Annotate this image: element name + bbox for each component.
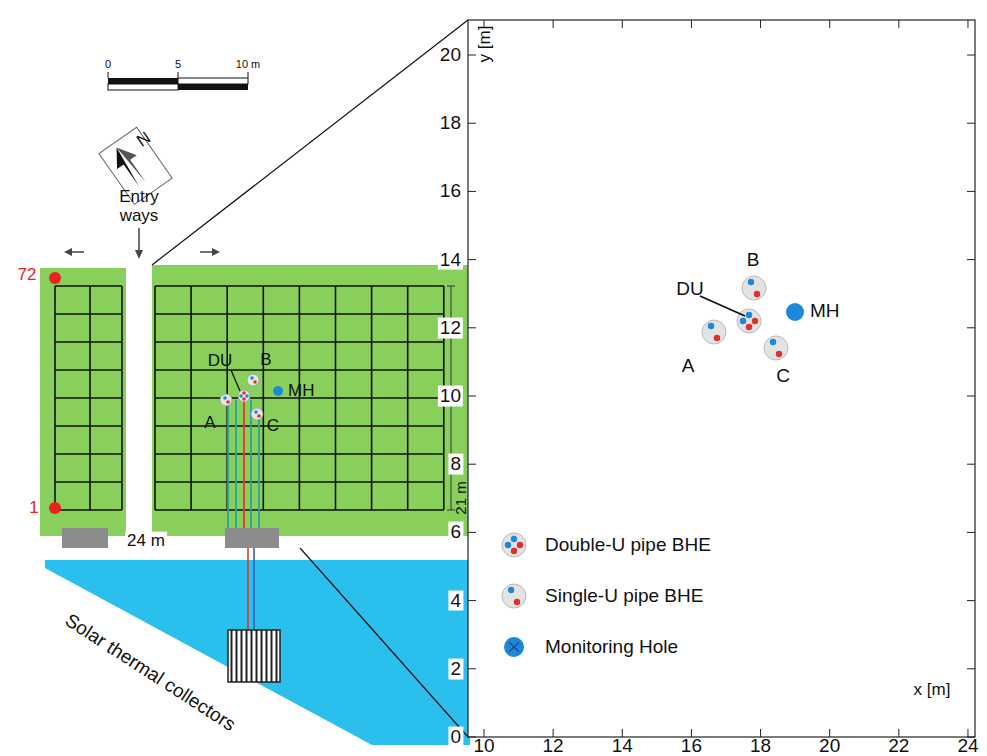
map-label: 14 xyxy=(612,736,633,756)
grid-line xyxy=(967,532,975,533)
map-label: 10 xyxy=(438,386,463,407)
map-label: B xyxy=(260,351,271,370)
map-label: A xyxy=(682,356,695,377)
map-label: 0 xyxy=(105,58,111,70)
grid-line xyxy=(468,532,476,533)
grid-line xyxy=(760,20,761,28)
map-label: DU xyxy=(676,279,703,300)
map-label: 16 xyxy=(438,181,463,202)
map-label: 4 xyxy=(448,590,463,611)
grid-line xyxy=(121,286,123,510)
map-label: MH xyxy=(810,301,840,322)
map-label: 6 xyxy=(448,522,463,543)
map-label: 0 xyxy=(448,727,463,748)
grid-line xyxy=(54,286,56,510)
map-label: Entry ways xyxy=(109,188,169,225)
grid-line xyxy=(468,396,476,397)
map-label: 21 m xyxy=(453,481,470,514)
map-label: 24 m xyxy=(125,532,167,551)
grid-line xyxy=(622,20,623,28)
map-label: 24 xyxy=(957,736,978,756)
map-label: DU xyxy=(208,352,233,371)
map-label: 12 xyxy=(438,317,463,338)
grid-line xyxy=(691,20,692,28)
map-label: B xyxy=(747,250,760,271)
grid-line xyxy=(829,20,830,28)
legend-text: Monitoring Hole xyxy=(545,637,678,658)
map-label: 22 xyxy=(888,736,909,756)
grid-line xyxy=(55,425,122,427)
grid-line xyxy=(967,396,975,397)
map-label: C xyxy=(267,417,279,436)
grid-line xyxy=(468,600,476,601)
grid-line xyxy=(967,327,975,328)
grid-line xyxy=(154,286,156,510)
grid-line xyxy=(468,668,476,669)
grid-line xyxy=(55,509,122,511)
grid-line xyxy=(55,313,122,315)
grid-line xyxy=(407,286,409,510)
grid-line xyxy=(55,481,122,483)
grid-line xyxy=(967,191,975,192)
grid-line xyxy=(468,464,476,465)
map-label: 10 m xyxy=(236,58,260,70)
map-label: MH xyxy=(288,382,314,401)
grid-line xyxy=(468,123,476,124)
grid-line xyxy=(967,123,975,124)
grid-line xyxy=(55,285,122,287)
map-label: 18 xyxy=(750,736,771,756)
grid-line xyxy=(967,464,975,465)
map-label: 14 xyxy=(438,249,463,270)
grid-line xyxy=(55,341,122,343)
map-label: A xyxy=(204,414,215,433)
grid-line xyxy=(553,20,554,28)
map-label: 16 xyxy=(681,736,702,756)
map-label: 5 xyxy=(175,58,181,70)
map-label: 20 xyxy=(438,45,463,66)
map-label: 18 xyxy=(438,113,463,134)
grid-line xyxy=(967,20,968,28)
grid-line xyxy=(468,327,476,328)
grid-line xyxy=(335,286,337,510)
grid-line xyxy=(468,191,476,192)
grid-line xyxy=(55,397,122,399)
map-label: 8 xyxy=(448,454,463,475)
map-label: 1 xyxy=(29,499,38,518)
grid-line xyxy=(55,369,122,371)
legend-text: Double-U pipe BHE xyxy=(545,535,711,556)
map-label: 12 xyxy=(543,736,564,756)
grid-line xyxy=(89,286,91,510)
map-label: 10 xyxy=(473,736,494,756)
grid-line xyxy=(190,286,192,510)
grid-line xyxy=(55,453,122,455)
grid-line xyxy=(967,668,975,669)
grid-line xyxy=(898,20,899,28)
legend-text: Single-U pipe BHE xyxy=(545,586,703,607)
grid-line xyxy=(262,286,264,510)
map-label: 72 xyxy=(18,266,37,285)
map-label: x [m] xyxy=(914,681,951,700)
grid-line xyxy=(967,600,975,601)
map-label: 2 xyxy=(448,658,463,679)
grid-line xyxy=(967,55,975,56)
map-label: 20 xyxy=(819,736,840,756)
grid-line xyxy=(967,259,975,260)
grid-line xyxy=(371,286,373,510)
grid-line xyxy=(468,259,476,260)
map-label: C xyxy=(776,366,790,387)
map-label: y [m] xyxy=(476,26,495,63)
